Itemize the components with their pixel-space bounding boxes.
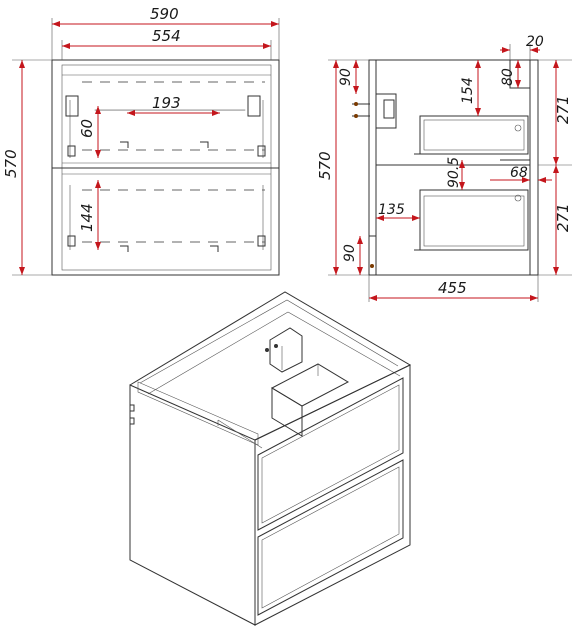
middle-offset-label: 90.5 [446,157,462,188]
lower-drawer-height-label-side: 271 [554,203,572,232]
upper-fitting-height-label: 154 [460,77,476,104]
side-view: 570 90 154 20 80 271 90.5 68 135 90 271 [316,34,572,302]
overall-depth-label: 455 [438,279,467,297]
upper-drawer-height-label: 271 [554,95,572,124]
front-overall-height-label: 570 [2,149,20,178]
isometric-view [129,291,412,626]
front-view: 590 554 570 193 60 144 [2,5,280,276]
lower-drawer-height-label-front: 144 [78,203,96,232]
middle-gap-label: 68 [510,165,528,181]
lower-offset-label: 135 [378,202,405,218]
side-bottom-height-label: 90 [342,244,358,262]
top-rail-height-label: 60 [78,119,96,138]
drawer-center-spacing-label: 193 [152,94,181,112]
top-gap-label: 80 [500,68,516,86]
top-offset-label: 20 [526,34,544,50]
front-overall-width-label: 590 [150,5,179,23]
side-overall-height-label: 570 [316,151,334,180]
side-top-height-label: 90 [338,68,354,86]
front-inner-width-label: 554 [152,27,181,45]
